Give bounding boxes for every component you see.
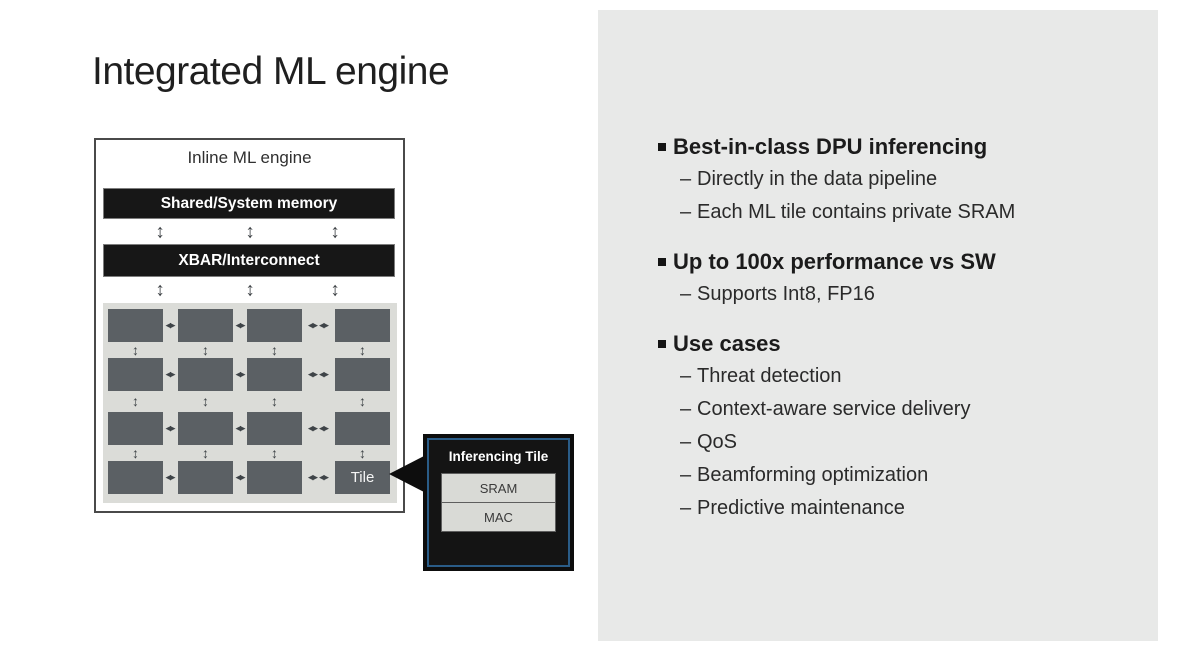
v-double-arrow-icon: ↕ (132, 342, 139, 358)
bullet-heading-text: Use cases (673, 330, 781, 356)
bullet-heading: Best-in-class DPU inferencing (598, 130, 1158, 163)
ml-tile (108, 461, 163, 494)
sub-bullet-text: Directly in the data pipeline (697, 168, 938, 190)
xbar-interconnect-bar: XBAR/Interconnect (103, 244, 395, 277)
dash-marker: – (680, 283, 692, 305)
sram-block: SRAM (441, 473, 556, 503)
h-double-arrow-icon: ◂▸ (235, 422, 245, 434)
h-double-arrow-icon: ◂▸ ◂▸ (307, 368, 329, 380)
ml-tile (108, 309, 163, 342)
sub-bullet-item: – Predictive maintenance (598, 492, 1158, 525)
sub-bullet-item: – Directly in the data pipeline (598, 163, 1158, 196)
dash-marker: – (680, 168, 692, 190)
sub-bullet-item: – Beamforming optimization (598, 459, 1158, 492)
bullet-heading-text: Up to 100x performance vs SW (673, 248, 996, 274)
bullet-heading-text: Best-in-class DPU inferencing (673, 133, 988, 159)
bullet-group: Best-in-class DPU inferencing – Directly… (598, 130, 1158, 229)
ml-tile (178, 412, 233, 445)
v-double-arrow-icon: ↕ (330, 221, 340, 243)
v-double-arrow-icon: ↕ (271, 342, 278, 358)
sub-bullet-text: Context-aware service delivery (697, 398, 971, 420)
h-double-arrow-icon: ◂▸ (165, 319, 175, 331)
square-bullet-icon (658, 339, 666, 348)
v-double-arrow-icon: ↕ (132, 393, 139, 409)
dash-marker: – (680, 431, 692, 453)
h-double-arrow-icon: ◂▸ ◂▸ (307, 319, 329, 331)
v-double-arrow-icon: ↕ (155, 221, 165, 243)
ml-tile (247, 358, 302, 391)
inferencing-tile-callout: Inferencing Tile SRAM MAC (423, 434, 574, 571)
h-double-arrow-icon: ◂▸ (165, 471, 175, 483)
page-title: Integrated ML engine (92, 50, 450, 93)
h-double-arrow-icon: ◂▸ (165, 422, 175, 434)
v-double-arrow-icon: ↕ (271, 445, 278, 461)
sub-bullet-text: Supports Int8, FP16 (697, 283, 875, 305)
v-double-arrow-icon: ↕ (245, 279, 255, 301)
diagram-title: Inline ML engine (187, 148, 312, 167)
v-double-arrow-icon: ↕ (155, 279, 165, 301)
callout-inner: Inferencing Tile SRAM MAC (427, 438, 570, 567)
v-double-arrow-icon: ↕ (271, 393, 278, 409)
dash-marker: – (680, 365, 692, 387)
square-bullet-icon (658, 142, 666, 151)
bullet-group: Use cases – Threat detection – Context-a… (598, 327, 1158, 525)
ml-tile (178, 358, 233, 391)
v-double-arrow-icon: ↕ (202, 393, 209, 409)
ml-tile (335, 309, 390, 342)
v-double-arrow-icon: ↕ (359, 342, 366, 358)
sub-bullet-text: Threat detection (697, 365, 842, 387)
ml-tile (178, 461, 233, 494)
sub-bullet-item: – Threat detection (598, 360, 1158, 393)
ml-tile (247, 412, 302, 445)
dash-marker: – (680, 201, 692, 223)
h-double-arrow-icon: ◂▸ (235, 319, 245, 331)
v-double-arrow-icon: ↕ (330, 279, 340, 301)
h-double-arrow-icon: ◂▸ (235, 471, 245, 483)
ml-tile (247, 461, 302, 494)
mac-block: MAC (441, 502, 556, 532)
square-bullet-icon (658, 257, 666, 266)
sub-bullet-item: – Each ML tile contains private SRAM (598, 196, 1158, 229)
dash-marker: – (680, 464, 692, 486)
sub-bullet-text: Beamforming optimization (697, 464, 929, 486)
sub-bullet-item: – Supports Int8, FP16 (598, 278, 1158, 311)
bullet-heading: Up to 100x performance vs SW (598, 245, 1158, 278)
ml-tile (178, 309, 233, 342)
ml-tile (108, 358, 163, 391)
bullet-panel: Best-in-class DPU inferencing – Directly… (598, 10, 1158, 641)
h-double-arrow-icon: ◂▸ (165, 368, 175, 380)
ml-tile (335, 358, 390, 391)
sub-bullet-text: Predictive maintenance (697, 497, 905, 519)
ml-tile (108, 412, 163, 445)
ml-tile-labeled: Tile (335, 461, 390, 494)
callout-pointer-icon (389, 456, 424, 492)
inline-ml-engine-diagram: Inline ML engine Shared/System memory ↕ … (94, 138, 405, 513)
shared-system-memory-bar: Shared/System memory (103, 188, 395, 219)
ml-tile (247, 309, 302, 342)
v-double-arrow-icon: ↕ (359, 393, 366, 409)
callout-title: Inferencing Tile (448, 449, 549, 464)
dash-marker: – (680, 398, 692, 420)
tile-grid: Tile ◂▸ ◂▸ ◂▸ ◂▸ ◂▸ ◂▸ ◂▸ ◂▸ ◂▸ ◂▸ ◂▸ ◂▸ ◂▸ ◂▸ ◂▸ ◂▸… (103, 303, 397, 503)
sub-bullet-item: – Context-aware service delivery (598, 393, 1158, 426)
v-double-arrow-icon: ↕ (132, 445, 139, 461)
v-double-arrow-icon: ↕ (202, 342, 209, 358)
sub-bullet-item: – QoS (598, 426, 1158, 459)
bullet-heading: Use cases (598, 327, 1158, 360)
h-double-arrow-icon: ◂▸ ◂▸ (307, 422, 329, 434)
h-double-arrow-icon: ◂▸ (235, 368, 245, 380)
v-double-arrow-icon: ↕ (202, 445, 209, 461)
dash-marker: – (680, 497, 692, 519)
ml-tile (335, 412, 390, 445)
bullet-group: Up to 100x performance vs SW – Supports … (598, 245, 1158, 311)
sub-bullet-text: Each ML tile contains private SRAM (697, 201, 1016, 223)
sub-bullet-text: QoS (697, 431, 738, 453)
v-double-arrow-icon: ↕ (245, 221, 255, 243)
v-double-arrow-icon: ↕ (359, 445, 366, 461)
h-double-arrow-icon: ◂▸ ◂▸ (307, 471, 329, 483)
